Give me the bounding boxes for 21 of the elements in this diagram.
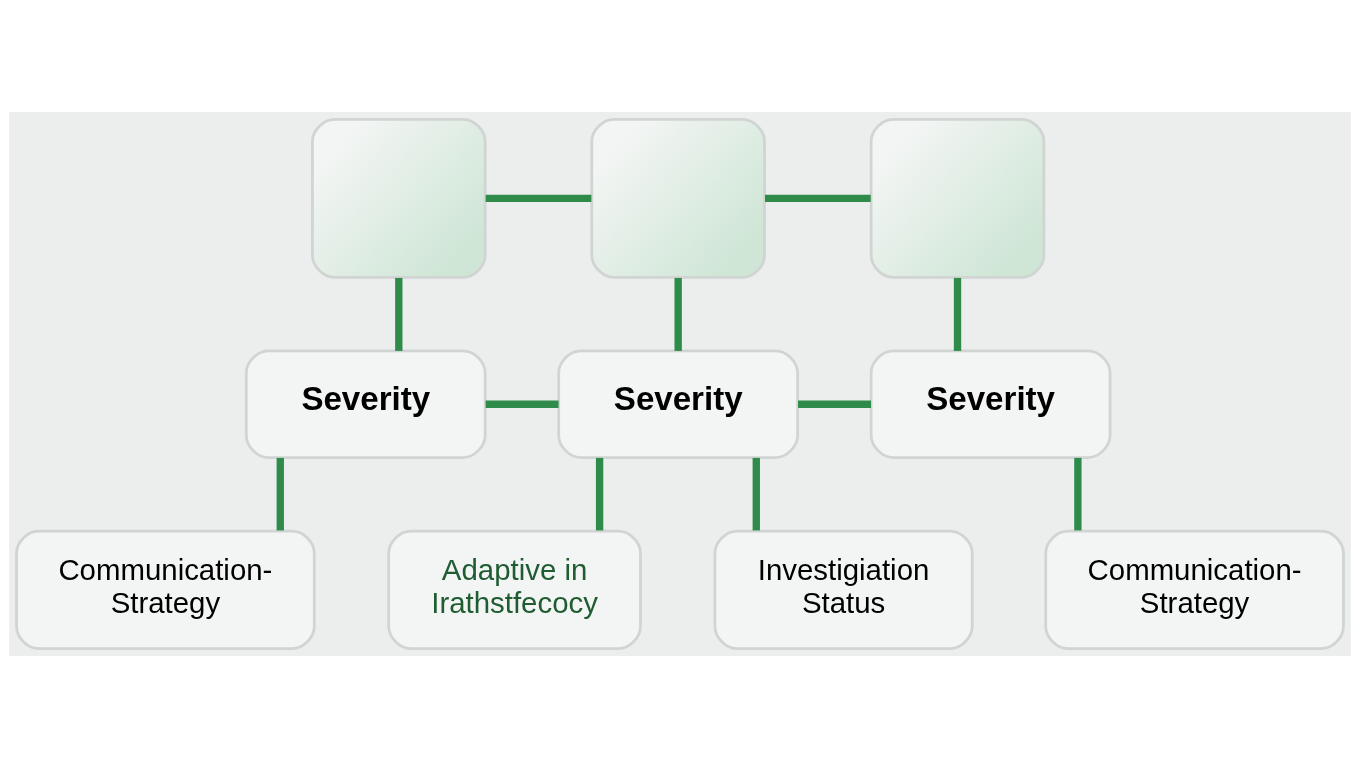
node-box: Severity	[869, 349, 1112, 459]
connector	[485, 194, 592, 203]
node-box: Severity	[244, 349, 487, 459]
connector	[595, 457, 604, 531]
connector	[485, 400, 559, 408]
node-box: Communication- Strategy	[15, 529, 316, 651]
connector	[953, 277, 962, 351]
node-box: Severity	[557, 349, 799, 459]
node-picture	[869, 117, 1046, 279]
connector	[276, 457, 284, 531]
node-picture	[311, 117, 487, 279]
connector	[1074, 457, 1082, 531]
node-box: Investigiation Status	[713, 529, 974, 651]
connector	[674, 277, 682, 351]
connector	[798, 400, 871, 408]
node-box: Adaptive in Irathstfecocy	[387, 529, 642, 651]
connector	[395, 277, 403, 351]
connector	[752, 457, 760, 531]
node-picture	[590, 117, 766, 279]
connector	[765, 194, 871, 203]
node-box: Communication- Strategy	[1044, 529, 1345, 651]
